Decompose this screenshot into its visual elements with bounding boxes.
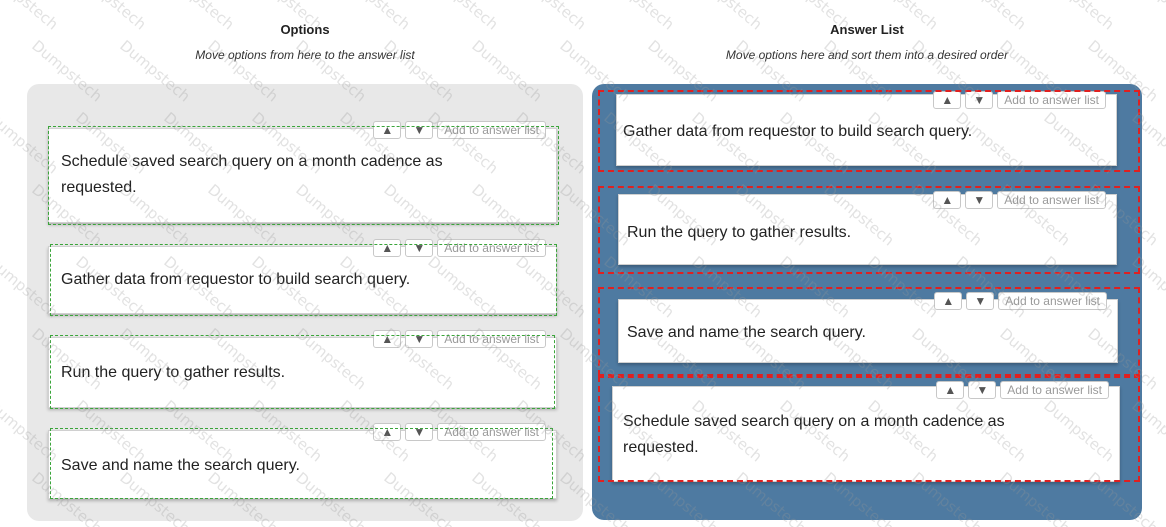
options-subtitle: Move options from here to the answer lis… <box>195 48 415 62</box>
options-card-schedule[interactable]: ▲ ▼ Add to answer list Schedule saved se… <box>48 121 557 223</box>
answer-subtitle: Move options here and sort them into a d… <box>725 48 1009 62</box>
chevron-down-icon[interactable]: ▼ <box>405 330 434 348</box>
add-to-answer-list-button[interactable]: Add to answer list <box>1000 381 1109 399</box>
chevron-up-icon[interactable]: ▲ <box>933 91 962 109</box>
answer-text: Schedule saved search query on a month c… <box>623 413 1005 456</box>
add-to-answer-list-button[interactable]: Add to answer list <box>437 330 546 348</box>
card-controls: ▲ ▼ Add to answer list <box>933 91 1106 109</box>
add-to-answer-list-button[interactable]: Add to answer list <box>997 191 1106 209</box>
chevron-up-icon[interactable]: ▲ <box>373 121 402 139</box>
answer-text: Save and name the search query. <box>627 324 866 341</box>
add-to-answer-list-button[interactable]: Add to answer list <box>998 292 1107 310</box>
chevron-down-icon[interactable]: ▼ <box>405 423 434 441</box>
answer-text: Gather data from requestor to build sear… <box>623 123 973 140</box>
add-to-answer-list-button[interactable]: Add to answer list <box>437 239 546 257</box>
chevron-down-icon[interactable]: ▼ <box>405 121 434 139</box>
answer-card-gather[interactable]: ▲ ▼ Add to answer list Gather data from … <box>616 91 1117 166</box>
card-controls: ▲ ▼ Add to answer list <box>373 121 546 139</box>
chevron-down-icon[interactable]: ▼ <box>968 381 997 399</box>
card-controls: ▲ ▼ Add to answer list <box>933 191 1106 209</box>
chevron-down-icon[interactable]: ▼ <box>966 292 995 310</box>
answer-card-save[interactable]: ▲ ▼ Add to answer list Save and name the… <box>618 292 1118 363</box>
answer-title: Answer List <box>830 22 904 37</box>
option-text: Run the query to gather results. <box>61 364 286 381</box>
add-to-answer-list-button[interactable]: Add to answer list <box>437 121 546 139</box>
option-text: Gather data from requestor to build sear… <box>61 271 411 288</box>
chevron-up-icon[interactable]: ▲ <box>373 330 402 348</box>
card-controls: ▲ ▼ Add to answer list <box>934 292 1107 310</box>
options-header: Options Move options from here to the an… <box>27 22 583 62</box>
chevron-up-icon[interactable]: ▲ <box>936 381 965 399</box>
chevron-down-icon[interactable]: ▼ <box>405 239 434 257</box>
options-title: Options <box>280 22 330 37</box>
chevron-up-icon[interactable]: ▲ <box>373 423 402 441</box>
chevron-down-icon[interactable]: ▼ <box>965 91 994 109</box>
card-controls: ▲ ▼ Add to answer list <box>373 239 546 257</box>
answer-card-run[interactable]: ▲ ▼ Add to answer list Run the query to … <box>618 191 1117 265</box>
option-text: Schedule saved search query on a month c… <box>61 153 443 196</box>
answer-text: Run the query to gather results. <box>627 224 852 241</box>
answer-header: Answer List Move options here and sort t… <box>592 22 1142 62</box>
answer-card-schedule[interactable]: ▲ ▼ Add to answer list Schedule saved se… <box>612 381 1120 482</box>
card-controls: ▲ ▼ Add to answer list <box>373 330 546 348</box>
add-to-answer-list-button[interactable]: Add to answer list <box>997 91 1106 109</box>
chevron-down-icon[interactable]: ▼ <box>965 191 994 209</box>
option-text: Save and name the search query. <box>61 457 300 474</box>
card-controls: ▲ ▼ Add to answer list <box>373 423 546 441</box>
options-card-run[interactable]: ▲ ▼ Add to answer list Run the query to … <box>48 330 557 408</box>
chevron-up-icon[interactable]: ▲ <box>934 292 963 310</box>
add-to-answer-list-button[interactable]: Add to answer list <box>437 423 546 441</box>
options-card-save[interactable]: ▲ ▼ Add to answer list Save and name the… <box>48 423 557 499</box>
card-controls: ▲ ▼ Add to answer list <box>936 381 1109 399</box>
chevron-up-icon[interactable]: ▲ <box>373 239 402 257</box>
options-card-gather[interactable]: ▲ ▼ Add to answer list Gather data from … <box>48 239 557 314</box>
chevron-up-icon[interactable]: ▲ <box>933 191 962 209</box>
